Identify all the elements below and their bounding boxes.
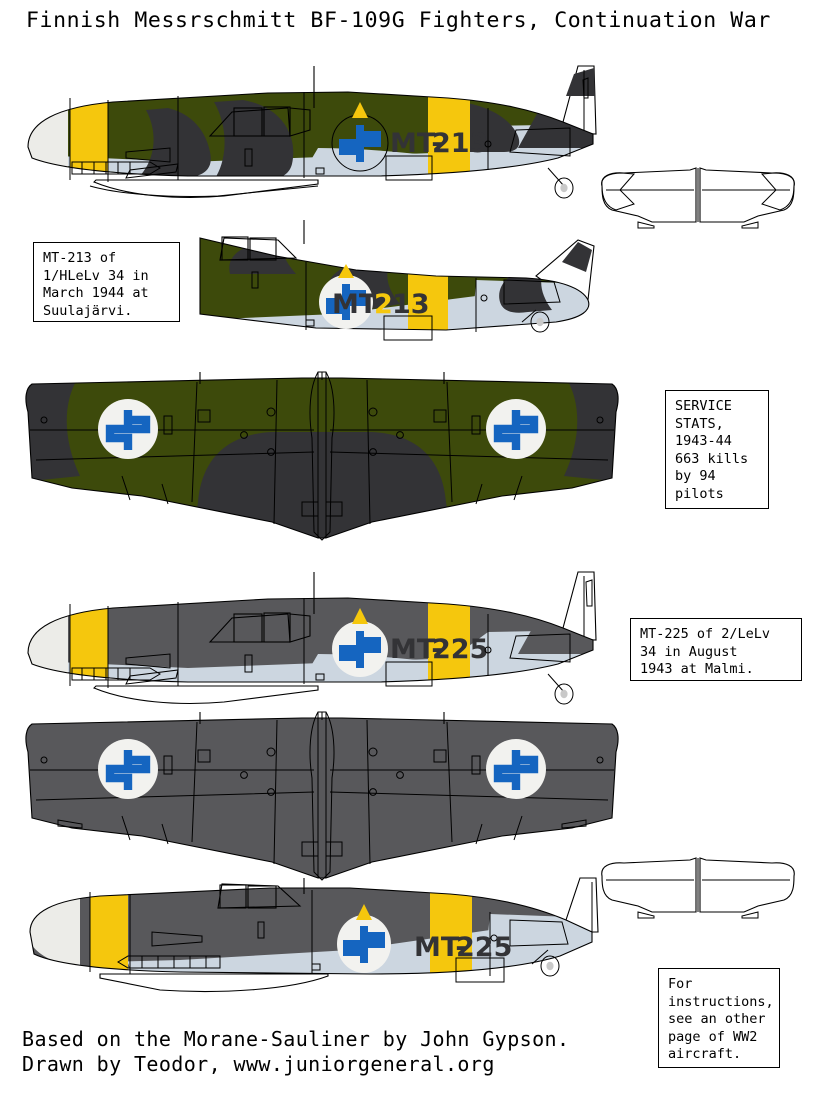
- page-title: Finnish Messrschmitt BF-109G Fighters, C…: [26, 8, 771, 33]
- credit-line-1: Based on the Morane-Sauliner by John Gyp…: [22, 1027, 570, 1051]
- top-view-green: [22, 371, 622, 541]
- swastika-roundel: [319, 275, 373, 329]
- svg-text:213: 213: [432, 128, 488, 159]
- side-view-mt213-right: MT- 2 13: [196, 218, 596, 353]
- note-service-stats: SERVICE STATS, 1943-44 663 kills by 94 p…: [665, 390, 769, 509]
- side-view-mt225-right: MT- 225: [20, 877, 600, 1013]
- swastika-roundel: [332, 621, 388, 677]
- note-mt213: MT-213 of 1/HLeLv 34 in March 1944 at Su…: [33, 242, 180, 322]
- side-view-mt213-left: MT- 213: [18, 52, 598, 202]
- svg-text:MT-: MT-: [332, 289, 385, 320]
- aircraft-code-text: MT-: [390, 128, 443, 159]
- svg-text:2: 2: [374, 289, 393, 320]
- credit-line-2: Drawn by Teodor, www.juniorgeneral.org: [22, 1052, 495, 1076]
- svg-text:225: 225: [432, 634, 488, 665]
- swastika-roundel: [98, 399, 158, 459]
- tailplane-grey: [598, 856, 798, 924]
- side-view-mt225-left: MT- 225: [18, 558, 598, 705]
- svg-text:MT-: MT-: [390, 634, 443, 665]
- swastika-roundel: [486, 739, 546, 799]
- top-view-grey: [22, 711, 622, 881]
- tailplane-green: [598, 166, 798, 234]
- swastika-roundel: [98, 739, 158, 799]
- swastika-roundel: [486, 399, 546, 459]
- swastika-roundel: [337, 915, 391, 973]
- note-instructions: For instructions, see an other page of W…: [658, 968, 780, 1068]
- svg-text:13: 13: [392, 289, 430, 320]
- note-mt225: MT-225 of 2/LeLv 34 in August 1943 at Ma…: [630, 618, 802, 681]
